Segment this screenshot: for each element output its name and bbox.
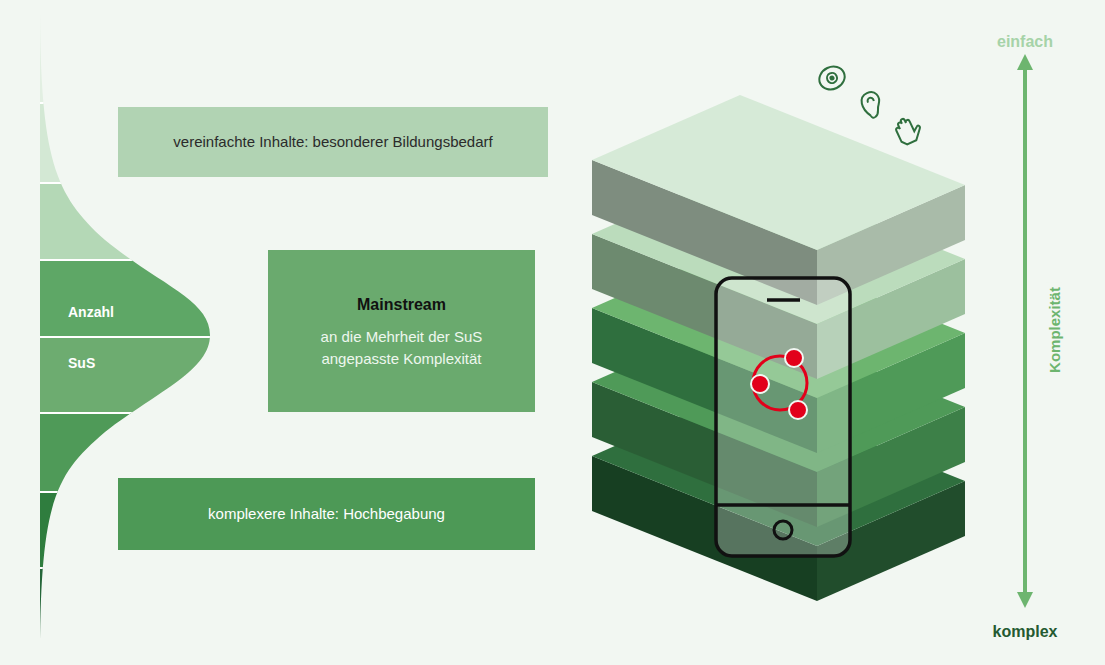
- layer-stack: [592, 95, 965, 601]
- box-text: vereinfachte Inhalte: besonderer Bildung…: [173, 131, 492, 153]
- layer-face: [592, 95, 965, 250]
- box-heading: Mainstream: [357, 293, 446, 316]
- content-box: vereinfachte Inhalte: besonderer Bildung…: [118, 107, 548, 177]
- scale-label: einfach: [997, 33, 1053, 51]
- content-box: komplexere Inhalte: Hochbegabung: [118, 478, 535, 550]
- content-box: Mainstream an die Mehrheit der SuS angepa…: [268, 250, 535, 412]
- distribution-curve: [40, 0, 220, 665]
- box-text: komplexere Inhalte: Hochbegabung: [208, 503, 445, 525]
- sense-icons: [816, 63, 925, 147]
- scale-label: komplex: [993, 623, 1058, 641]
- phone: [716, 278, 850, 556]
- box-text: an die Mehrheit der SuS angepasste Kompl…: [282, 326, 521, 370]
- complexity-arrow: [1023, 62, 1027, 600]
- axis-title: Komplexität: [1046, 283, 1063, 377]
- axis-label: SuS: [68, 355, 95, 371]
- axis-label: Anzahl: [68, 304, 114, 320]
